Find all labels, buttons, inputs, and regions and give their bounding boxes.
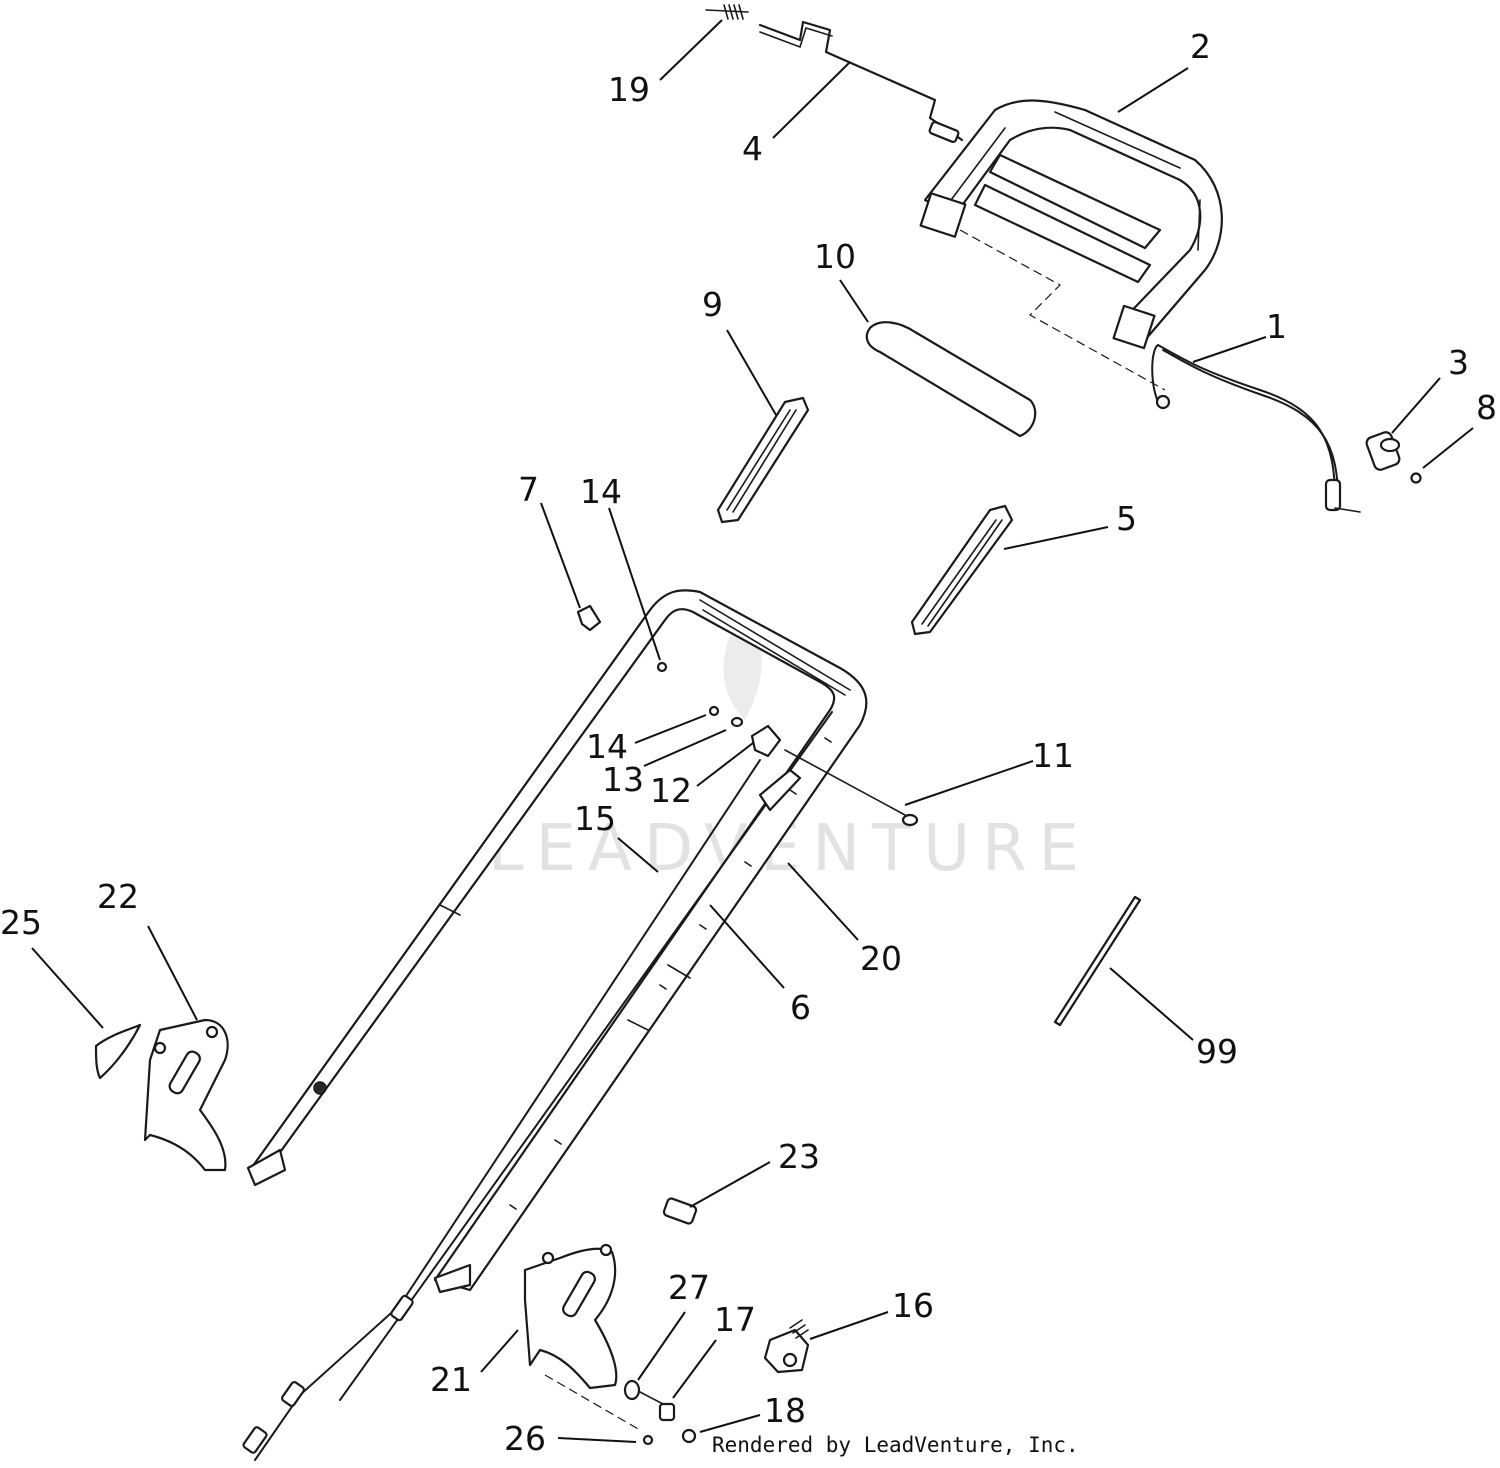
- callout-21: 21: [430, 1360, 472, 1399]
- render-credit: Rendered by LeadVenture, Inc.: [712, 1433, 1079, 1457]
- part-25-plate: [94, 1023, 142, 1080]
- part-9-rail: [716, 396, 810, 524]
- callout-1: 1: [1266, 307, 1287, 346]
- part-3-bushing: [1365, 431, 1401, 471]
- part-7-clip: [576, 604, 602, 632]
- part-13-washer: [730, 716, 744, 728]
- callout-99: 99: [1196, 1032, 1238, 1071]
- part-4-rod: [758, 20, 964, 144]
- callout-2: 2: [1190, 27, 1211, 66]
- callout-27: 27: [668, 1268, 710, 1307]
- part-21-bracket-right: [523, 1243, 641, 1431]
- callout-12: 12: [650, 771, 692, 810]
- part-12-knob: [750, 724, 782, 758]
- callout-19: 19: [608, 70, 650, 109]
- callout-15: 15: [574, 799, 616, 838]
- part-99-rod: [1053, 895, 1142, 1027]
- part-5-rail: [910, 504, 1014, 636]
- part-17-bolt: [658, 1402, 676, 1422]
- part-14-nut-top: [656, 661, 668, 673]
- watermark: LEADVENTURE: [488, 620, 1079, 886]
- callout-labels: 19 4 2 10 9 1 3 8 7 14 5 14 13 12 11 15 …: [0, 27, 1497, 1458]
- callout-22: 22: [97, 877, 139, 916]
- leader-lines: [31, 19, 1474, 1443]
- callout-18: 18: [764, 1391, 806, 1430]
- part-6-lower-handle: [246, 589, 868, 1294]
- part-20-cable: [339, 711, 833, 1401]
- callout-6: 6: [790, 988, 811, 1027]
- callout-23: 23: [778, 1137, 820, 1176]
- part-2-upper-handle: [919, 99, 1223, 391]
- callout-17: 17: [714, 1300, 756, 1339]
- callout-3: 3: [1448, 343, 1469, 382]
- part-10-grip: [865, 321, 1037, 438]
- part-14-nut-mid: [708, 705, 720, 717]
- part-15-cable: [242, 759, 802, 1461]
- callout-9: 9: [702, 285, 723, 324]
- part-1-cable: [1151, 344, 1361, 513]
- callout-13: 13: [602, 760, 644, 799]
- part-16-anchor: [763, 1319, 810, 1374]
- part-26-nut: [642, 1434, 654, 1446]
- callout-20: 20: [860, 939, 902, 978]
- callout-16: 16: [892, 1286, 934, 1325]
- part-11-bolt: [784, 749, 919, 827]
- callout-11: 11: [1032, 736, 1074, 775]
- part-18-nut: [681, 1428, 697, 1444]
- part-19-spring: [705, 4, 749, 20]
- callout-7: 7: [518, 470, 539, 509]
- callout-8: 8: [1476, 388, 1497, 427]
- callout-26: 26: [504, 1419, 546, 1458]
- part-8-nut: [1410, 472, 1422, 484]
- callout-10: 10: [814, 237, 856, 276]
- callout-14: 14: [580, 472, 622, 511]
- callout-4: 4: [742, 129, 763, 168]
- callout-5: 5: [1116, 499, 1137, 538]
- part-23-connector: [662, 1197, 698, 1225]
- callout-14-mid: 14: [586, 727, 628, 766]
- part-27-spacer: [623, 1379, 666, 1406]
- callout-25: 25: [0, 903, 42, 942]
- part-22-bracket-left: [143, 1018, 229, 1172]
